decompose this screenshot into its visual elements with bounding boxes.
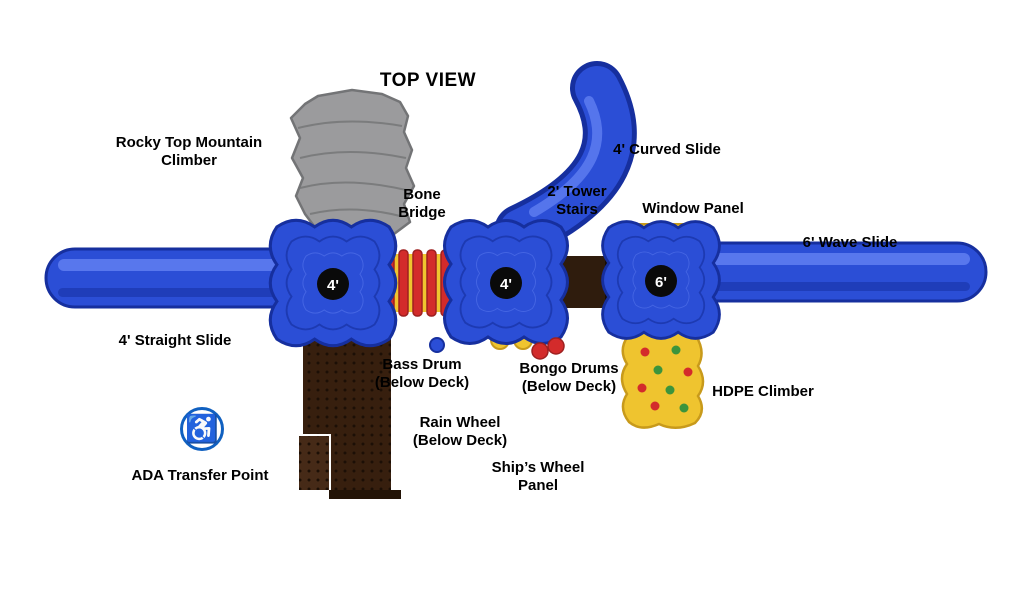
curved-slide-shape (494, 61, 637, 258)
label-hdpe-climber: HDPE Climber (712, 383, 814, 400)
bongo-drums-shape (531, 337, 565, 360)
label-rocky-top-mountain-climber: Rocky Top Mountain Climber (115, 134, 263, 170)
ramp-shape (299, 332, 401, 499)
svg-text:6': 6' (655, 274, 667, 291)
straight-slide-shape (44, 247, 350, 309)
label-bongo-drums: Bongo Drums (Below Deck) (519, 360, 619, 396)
rocky-climber-shape (289, 88, 416, 242)
label-bass-drum: Bass Drum (Below Deck) (374, 356, 470, 392)
hdpe-climber-shape (620, 330, 705, 429)
svg-text:4': 4' (500, 276, 512, 293)
top-view-title: TOP VIEW (379, 70, 477, 91)
label-tower-stairs: 2' Tower Stairs (547, 183, 607, 219)
bass-drum-shape (429, 337, 445, 353)
bone-bridge-shape (384, 249, 451, 317)
label-wave-slide: 6' Wave Slide (802, 234, 898, 251)
svg-text:4': 4' (327, 277, 339, 294)
ada-wheelchair-icon: ♿ (180, 407, 224, 451)
deck-badge-3: 6' (645, 265, 677, 297)
label-curved-slide: 4' Curved Slide (613, 141, 721, 158)
deck-badge-2: 4' (490, 267, 522, 299)
ada-wheelchair-glyph: ♿ (185, 413, 219, 444)
deck-badge-1: 4' (317, 268, 349, 300)
label-bone-bridge: Bone Bridge (398, 186, 446, 222)
wave-slide-shape (650, 241, 988, 303)
label-window-panel: Window Panel (642, 200, 744, 217)
label-straight-slide: 4' Straight Slide (118, 332, 232, 349)
label-ada-transfer-point: ADA Transfer Point (131, 467, 269, 484)
label-ships-wheel: Ship’s Wheel Panel (491, 459, 585, 495)
label-rain-wheel: Rain Wheel (Below Deck) (412, 414, 508, 450)
